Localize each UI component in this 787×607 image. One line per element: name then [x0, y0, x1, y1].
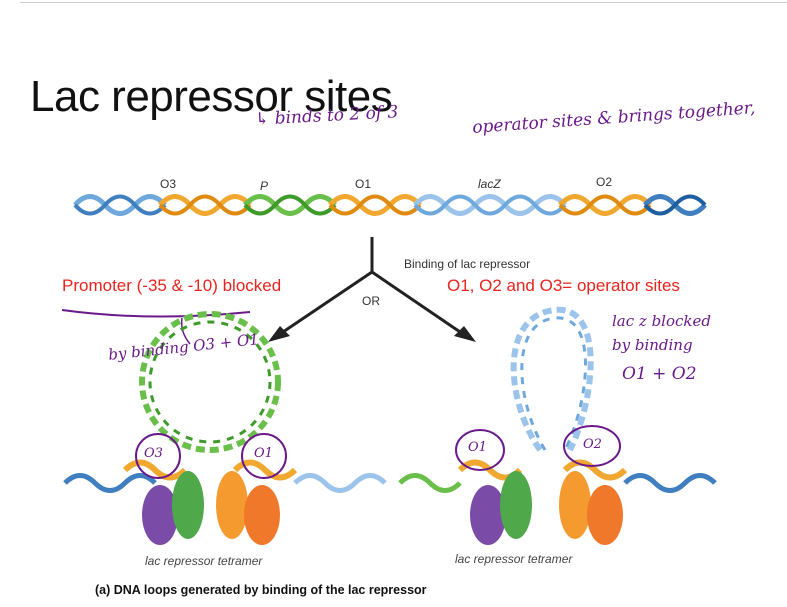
- figure-caption: (a) DNA loops generated by binding of th…: [95, 583, 427, 597]
- site-o3-label: O3: [160, 177, 177, 191]
- loop-right-o2-label: O2: [583, 437, 602, 452]
- circle-o3-left: [135, 433, 181, 479]
- binding-label: Binding of lac repressor: [404, 257, 531, 271]
- site-p-label: P: [260, 179, 269, 193]
- loop-left-o3-label: O3: [144, 446, 163, 461]
- or-label: OR: [362, 294, 380, 308]
- loop-right-o1-label: O1: [468, 440, 487, 455]
- site-o1-label: O1: [355, 177, 372, 191]
- handwritten-right-note-3: O1 + O2: [622, 364, 697, 384]
- tetramer-right-label: lac repressor tetramer: [455, 552, 573, 566]
- right-bottom-dna: [398, 459, 717, 493]
- circle-o1-right: [455, 429, 505, 471]
- left-repressor-tetramer: [142, 471, 280, 545]
- slide-title: Lac repressor sites: [30, 72, 393, 121]
- site-o2-label: O2: [596, 175, 613, 189]
- slide-top-border: [20, 2, 787, 3]
- handwritten-right-note-2: by binding: [612, 336, 693, 354]
- handwritten-pointer: [180, 317, 191, 345]
- loop-left-o1-label: O1: [254, 446, 273, 461]
- tetramer-left-label: lac repressor tetramer: [145, 554, 263, 568]
- promoter-blocked-label: Promoter (-35 & -10) blocked: [62, 276, 282, 295]
- branch-arrows: [268, 237, 476, 342]
- linear-dna: [73, 194, 707, 216]
- site-lacz-label: lacZ: [478, 177, 501, 191]
- circle-o2-right: [563, 425, 621, 467]
- circle-o1-left: [241, 433, 287, 479]
- handwritten-right-note-1: lac z blocked: [612, 312, 711, 330]
- left-dna-loop: [139, 311, 281, 453]
- handwritten-underline: [61, 309, 251, 318]
- right-repressor-tetramer: [470, 471, 623, 545]
- right-dna-loop: [510, 306, 594, 452]
- operator-sites-label: O1, O2 and O3= operator sites: [447, 276, 680, 295]
